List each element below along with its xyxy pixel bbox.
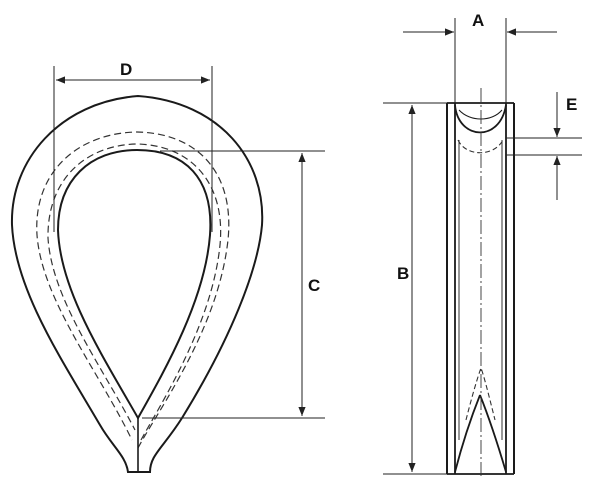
tip-fork-right — [479, 394, 507, 473]
groove-hidden-line-inner — [47, 143, 222, 441]
dimension-label-E: E — [566, 95, 577, 114]
dimension-label-B: B — [397, 264, 409, 283]
tip-fork-left — [454, 394, 481, 473]
thimble-outer-outline — [10, 94, 264, 473]
front-view — [10, 94, 264, 473]
tip-fork-hidden — [465, 366, 496, 421]
groove-profile-top — [454, 104, 507, 134]
groove-hidden-curve — [457, 139, 504, 154]
dimension-A — [403, 18, 557, 103]
groove-profile-inner — [458, 109, 503, 120]
dimension-D — [53, 66, 213, 232]
thimble-inner-outline — [56, 148, 212, 421]
dimension-E — [506, 92, 582, 200]
dimension-label-A: A — [472, 11, 484, 30]
groove-hidden-line-outer — [36, 131, 230, 449]
dimension-C — [142, 150, 325, 419]
dimension-B — [383, 102, 447, 475]
side-view — [446, 88, 515, 478]
dimension-label-D: D — [120, 60, 132, 79]
dimension-label-C: C — [308, 276, 320, 295]
